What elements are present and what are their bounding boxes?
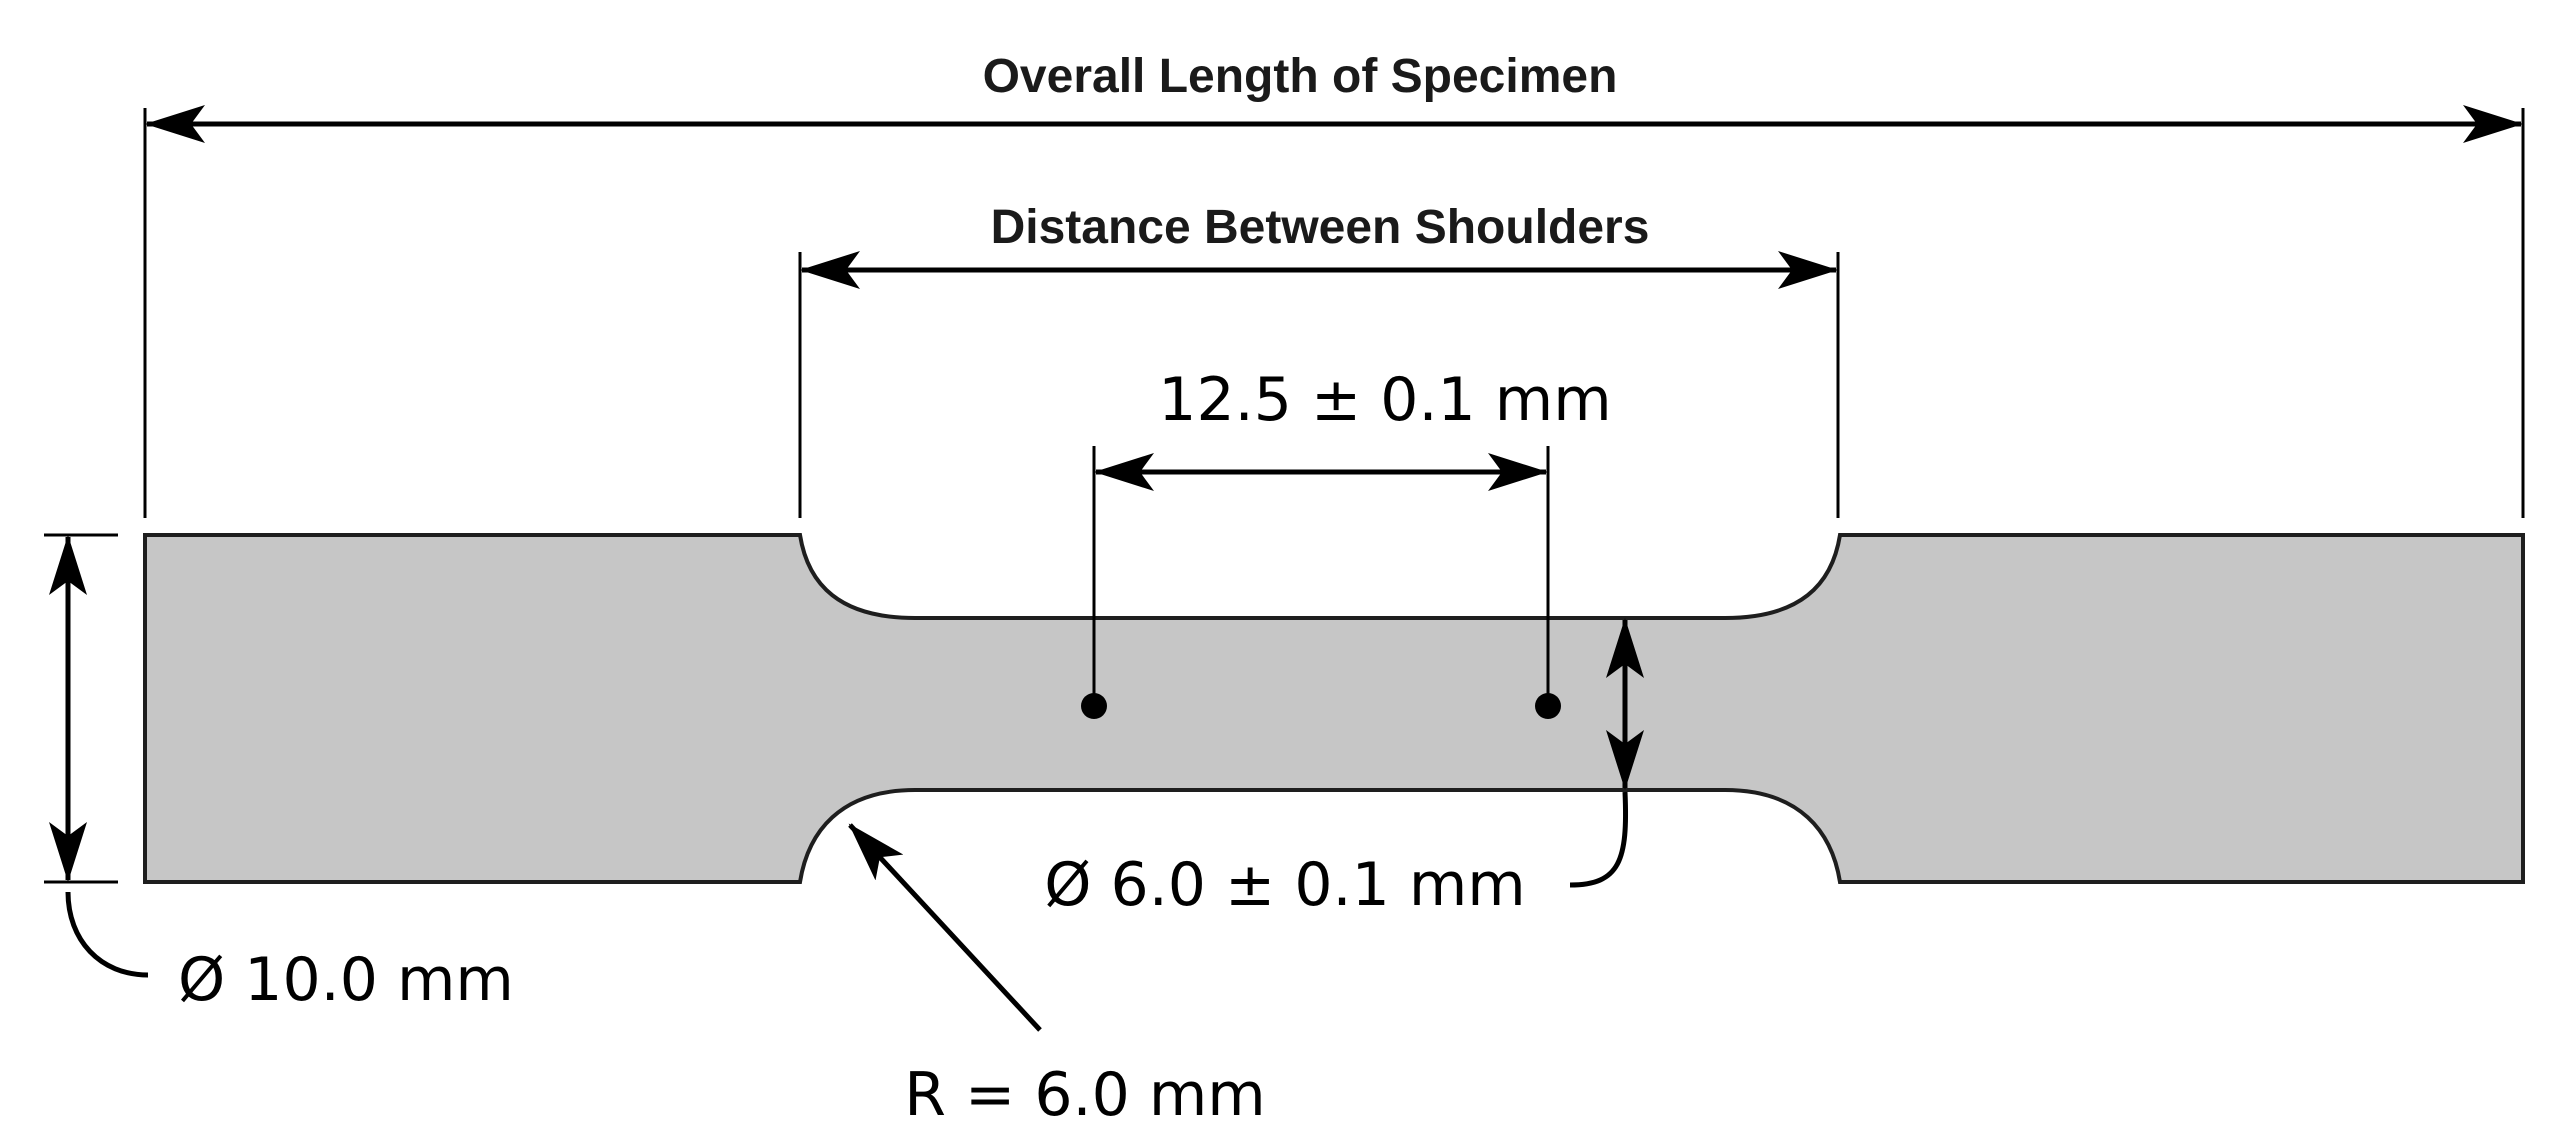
distance-between-shoulders-label: Distance Between Shoulders	[991, 201, 1650, 254]
fillet-radius-label: R = 6.0 mm	[904, 1060, 1266, 1130]
gauge-length-label: 12.5 ± 0.1 mm	[1158, 365, 1611, 435]
gauge-diameter-label: Ø 6.0 ± 0.1 mm	[1044, 850, 1526, 920]
specimen-body	[143, 533, 2525, 884]
gauge-mark-left	[1081, 693, 1107, 719]
fillet-radius-leader	[848, 823, 1042, 1032]
grip-diameter-label: Ø 10.0 mm	[178, 945, 514, 1015]
grip-diameter-leader	[65, 891, 149, 978]
gauge-diameter-leader	[1569, 791, 1628, 888]
gauge-mark-right	[1535, 693, 1561, 719]
overall-length-label: Overall Length of Specimen	[983, 50, 1618, 103]
